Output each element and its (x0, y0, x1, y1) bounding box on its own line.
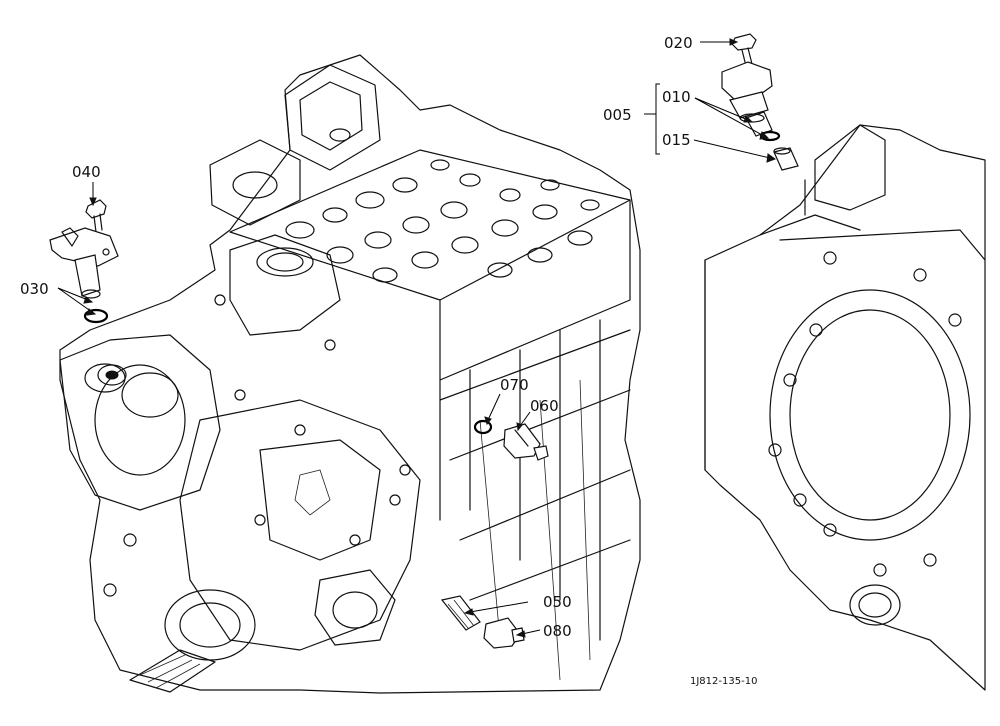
leader-lines (57, 38, 777, 638)
callout-015: 015 (662, 131, 691, 149)
figure-code: 1J812-135-10 (690, 676, 757, 687)
callout-050: 050 (543, 593, 572, 611)
engine-block (59, 54, 641, 694)
callout-040: 040 (72, 163, 101, 181)
part-020-bolt (731, 33, 757, 67)
part-080-oil-pressure-switch (483, 617, 525, 649)
part-050-adaptor (440, 595, 481, 631)
part-010-crank-sensor (721, 61, 773, 137)
callout-070: 070 (500, 376, 529, 394)
part-070-o-ring (473, 419, 493, 435)
part-015-spacer (773, 147, 799, 171)
callout-005: 005 (603, 106, 632, 124)
part-060-temp-sensor (503, 423, 549, 461)
flywheel-housing (704, 124, 986, 691)
callout-030: 030 (20, 280, 49, 298)
part-030-o-ring (83, 308, 109, 324)
callout-020: 020 (664, 34, 693, 52)
callout-080: 080 (543, 622, 572, 640)
part-040-speed-sensor (49, 199, 119, 299)
callout-060: 060 (530, 397, 559, 415)
callout-010: 010 (662, 88, 691, 106)
